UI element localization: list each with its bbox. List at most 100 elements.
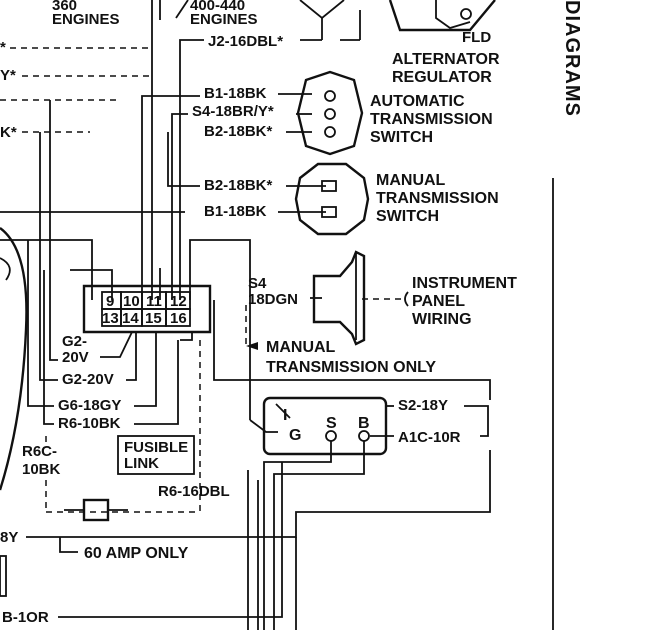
connector-lead-9 xyxy=(0,239,93,300)
auto-s4-lead xyxy=(171,113,188,300)
connector-lead-12 xyxy=(189,239,251,420)
wire-b1or-run xyxy=(58,462,283,618)
ip-label-1: INSTRUMENT xyxy=(412,275,517,292)
manual-terminal-2 xyxy=(321,206,337,218)
manual-switch-body xyxy=(294,162,370,236)
manual-wire-b1: B1-18BK xyxy=(204,203,267,220)
fld-label: FLD xyxy=(462,29,491,46)
engines-400-bottom: ENGINES xyxy=(190,11,258,28)
wire-g2-20v-left xyxy=(39,132,58,381)
engines-360-bottom: ENGINES xyxy=(52,11,120,28)
fusible-link-label-1: FUSIBLE xyxy=(124,439,188,456)
pin-10: 10 xyxy=(123,293,140,310)
left-wire-4: 8Y xyxy=(0,529,18,546)
wire-j2-left xyxy=(179,39,204,300)
auto-terminal-2 xyxy=(324,108,336,120)
pin-14: 14 xyxy=(122,310,139,327)
left-wire-5: B-1OR xyxy=(2,609,49,626)
regulator-terminal xyxy=(460,8,472,20)
wire-diag-a xyxy=(175,0,189,19)
wire-g6-left xyxy=(27,240,54,407)
relay-s-down xyxy=(263,441,332,630)
engines-360-top: 360 xyxy=(52,0,77,14)
auto-wire-s4: S4-18BR/Y* xyxy=(192,103,274,120)
relay-b-down xyxy=(273,441,365,630)
left-wire-2: Y* xyxy=(0,67,16,84)
alternator-regulator-body xyxy=(388,0,496,32)
wire-r6-10bk: R6-10BK xyxy=(58,415,121,432)
wire-r6-left xyxy=(43,270,54,425)
manual-wire-b2: B2-18BK* xyxy=(204,177,273,194)
wire-g6-right xyxy=(134,332,157,407)
connector-body xyxy=(82,284,212,334)
wire-j2-label: J2-16DBL* xyxy=(208,33,283,50)
wire-r6c-top: R6C- xyxy=(22,443,57,460)
connector-lead-10 xyxy=(70,269,113,300)
wire-g2-lead xyxy=(100,331,133,358)
relay-s-post xyxy=(325,430,337,442)
manual-only-label-1: MANUAL xyxy=(266,339,336,356)
manual-only-label-2: TRANSMISSION ONLY xyxy=(266,359,436,376)
fusible-link-stub xyxy=(180,332,193,341)
pin-16: 16 xyxy=(170,310,187,327)
wire-g6: G6-18GY xyxy=(58,397,121,414)
wire-g2-bottom: 20V xyxy=(62,349,89,366)
auto-switch-label-3: SWITCH xyxy=(370,129,433,146)
fuse-body xyxy=(82,498,110,522)
relay-i-mark xyxy=(275,403,291,419)
wire-s2: S2-18Y xyxy=(398,397,448,414)
auto-b1-lead xyxy=(141,95,200,300)
ip-wire-bottom: 18DGN xyxy=(248,291,298,308)
auto-switch-label-1: AUTOMATIC xyxy=(370,93,465,110)
amp-note-lead xyxy=(59,537,78,553)
engines-400-top: 400-440 xyxy=(190,0,245,14)
regulator-symbol-top xyxy=(299,0,345,20)
wire-g2-top: G2- xyxy=(62,333,87,350)
pin-15: 15 xyxy=(145,310,162,327)
ip-wire-top: S4 xyxy=(248,275,267,292)
pin-12: 12 xyxy=(170,293,187,310)
regulator-label: REGULATOR xyxy=(392,69,492,86)
relay-body xyxy=(262,396,388,456)
wire-g2-20v-right xyxy=(126,332,137,381)
wire-r6-16dbl: R6-16DBL xyxy=(158,483,230,500)
relay-b-post xyxy=(358,430,370,442)
left-wire-3: K* xyxy=(0,124,17,141)
manual-only-arrow xyxy=(246,342,258,350)
manual-switch-label-3: SWITCH xyxy=(376,208,439,225)
left-bottom-component xyxy=(0,555,7,597)
ip-connector-body xyxy=(312,250,366,346)
wire-r6c-bottom: 10BK xyxy=(22,461,61,478)
manual-b2-lead xyxy=(167,132,200,187)
wire-r6-right xyxy=(134,340,179,425)
ip-bracket xyxy=(404,291,409,307)
left-component-detail xyxy=(0,257,11,281)
section-title: DIAGRAMS xyxy=(561,0,583,117)
relay-terminal-b: B xyxy=(358,415,370,432)
regulator-inner-wire xyxy=(435,0,471,29)
fusible-link-label-2: LINK xyxy=(124,455,159,472)
auto-switch-label-2: TRANSMISSION xyxy=(370,111,493,128)
manual-terminal-1 xyxy=(321,180,337,192)
ip-label-2: PANEL xyxy=(412,293,465,310)
relay-terminal-s: S xyxy=(326,415,337,432)
auto-wire-b1: B1-18BK xyxy=(204,85,267,102)
wire-to-relay-top xyxy=(213,300,491,400)
manual-switch-label-2: TRANSMISSION xyxy=(376,190,499,207)
amp-note: 60 AMP ONLY xyxy=(84,545,189,562)
left-wire-1: * xyxy=(0,39,6,56)
ip-label-3: WIRING xyxy=(412,311,472,328)
auto-switch-body xyxy=(296,70,364,156)
wire-8y-run xyxy=(26,511,304,538)
wire-g2-left xyxy=(49,100,58,361)
relay-terminal-i: I xyxy=(283,407,287,424)
pin-9: 9 xyxy=(106,293,114,310)
alternator-label: ALTERNATOR xyxy=(392,51,500,68)
pin-16-box xyxy=(165,308,191,327)
fusible-link-box xyxy=(117,435,195,475)
auto-terminal-1 xyxy=(324,90,336,102)
auto-terminal-3 xyxy=(324,126,336,138)
manual-switch-label-1: MANUAL xyxy=(376,172,446,189)
auto-wire-b2: B2-18BK* xyxy=(204,123,273,140)
